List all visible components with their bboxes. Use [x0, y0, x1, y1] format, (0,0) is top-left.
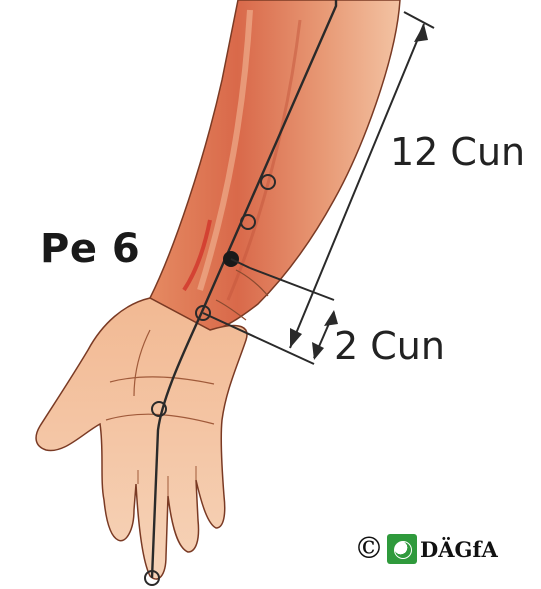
copyright-notice: © DÄGfA [354, 534, 498, 564]
copyright-icon: © [354, 534, 384, 564]
measurement-label-2-cun: 2 Cun [334, 324, 445, 368]
palm-shape [36, 298, 247, 579]
yin-yang-logo-icon [387, 534, 417, 564]
point-label-pe6: Pe 6 [40, 226, 140, 272]
measurement-label-12-cun: 12 Cun [390, 130, 525, 174]
organization-name: DÄGfA [420, 537, 498, 562]
